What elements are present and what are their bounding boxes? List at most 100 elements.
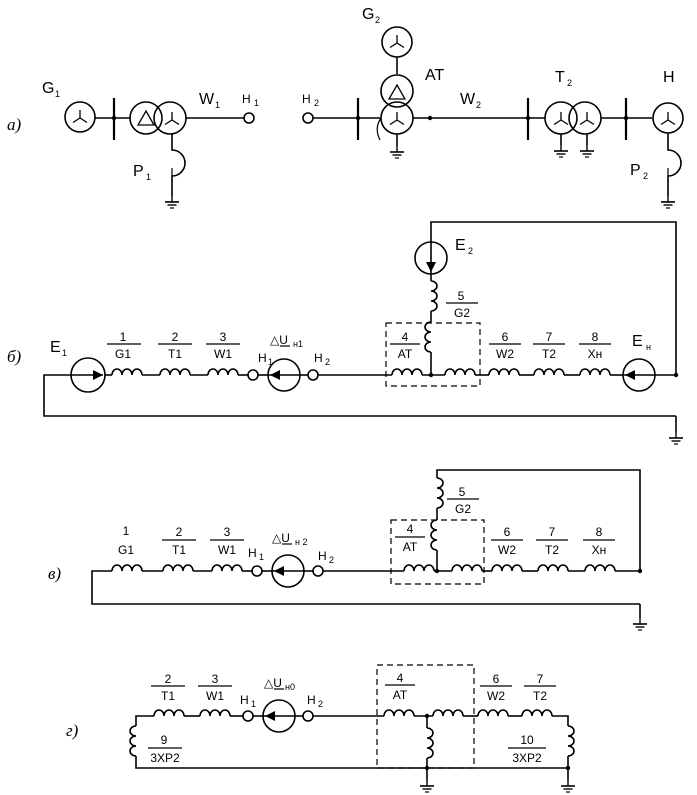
elem-b-6-num: 6 (502, 330, 509, 344)
svg-text:1: 1 (146, 172, 151, 182)
svg-text:2: 2 (314, 98, 319, 108)
svg-text:H: H (314, 351, 323, 365)
source-du-h0: △U н0 (253, 676, 303, 733)
label-h2: H (302, 92, 311, 106)
label-g1: G (42, 80, 54, 97)
elem-g-9-name: 3XP2 (150, 751, 180, 765)
label-du-h1: △U (270, 333, 288, 347)
elem-g-2-name: T1 (161, 689, 175, 703)
generator-g1: G 1 (42, 80, 96, 133)
load-h: H (652, 69, 684, 134)
label-g2: G (362, 6, 374, 23)
svg-text:2: 2 (318, 699, 323, 709)
elem-g-10-name: 3XP2 (512, 751, 542, 765)
svg-text:2: 2 (375, 15, 380, 25)
svg-text:H: H (248, 546, 257, 560)
label-w1: W (199, 91, 215, 108)
elem-b-7-name: T2 (542, 347, 556, 361)
elem-b-4-name: AT (398, 347, 413, 361)
elem-v-8-name: Xн (592, 543, 607, 557)
elem-v-3-num: 3 (224, 525, 231, 539)
scheme-a: а) G 1 W 1 H 1 P 1 (7, 6, 684, 209)
label-p1: P (133, 163, 144, 180)
label-p2: P (630, 162, 641, 179)
svg-text:2: 2 (567, 78, 572, 88)
elem-v-1-num: 1 (123, 524, 130, 538)
svg-text:H: H (258, 351, 267, 365)
svg-text:н1: н1 (293, 339, 303, 349)
elem-g-4-num: 4 (397, 671, 404, 685)
svg-text:2: 2 (643, 171, 648, 181)
label-h: H (663, 69, 675, 86)
scheme-g: г) H 1 △U н0 H 2 (66, 664, 576, 793)
scheme-v: в) H 1 △U н 2 H 2 (48, 469, 648, 631)
elem-v-5-num: 5 (459, 485, 466, 499)
row-label-g: г) (66, 721, 79, 740)
elem-v-8-num: 8 (596, 525, 603, 539)
elem-b-3-name: W1 (214, 347, 232, 361)
elem-v-4-num: 4 (407, 522, 414, 536)
label-at: AT (425, 67, 444, 84)
elem-v-2-num: 2 (176, 525, 183, 539)
elem-g-10-num: 10 (520, 733, 534, 747)
row-label-v: в) (48, 564, 61, 583)
svg-text:1: 1 (62, 348, 67, 358)
source-eh: E н (622, 333, 679, 392)
elem-g-7-name: T2 (533, 689, 547, 703)
svg-text:1: 1 (215, 100, 220, 110)
svg-text:2: 2 (476, 100, 481, 110)
svg-text:H: H (240, 693, 249, 707)
elem-v-1-name: G1 (118, 543, 134, 557)
transformer-t1 (129, 101, 187, 135)
elem-b-2-num: 2 (172, 330, 179, 344)
elem-g-3-name: W1 (206, 689, 224, 703)
elem-v-4-name: AT (403, 540, 418, 554)
elem-g-6-name: W2 (487, 689, 505, 703)
svg-text:н0: н0 (285, 682, 295, 692)
elem-b-5-num: 5 (458, 289, 465, 303)
svg-text:н 2: н 2 (295, 537, 307, 547)
source-e1: E 1 (50, 339, 106, 393)
elem-b-2-name: T1 (168, 347, 182, 361)
generator-g2: G 2 (362, 6, 413, 58)
elem-g-3-num: 3 (212, 672, 219, 686)
source-du-h2: △U н 2 (262, 531, 313, 588)
elem-b-4-num: 4 (402, 330, 409, 344)
elem-b-8-name: Xн (588, 347, 603, 361)
svg-text:1: 1 (254, 98, 259, 108)
elem-b-6-name: W2 (496, 347, 514, 361)
label-w2: W (460, 91, 476, 108)
label-e1: E (50, 339, 61, 356)
elem-g-9-num: 9 (161, 733, 168, 747)
elem-v-7-num: 7 (549, 525, 556, 539)
elem-b-8-num: 8 (592, 330, 599, 344)
svg-text:1: 1 (55, 89, 60, 99)
svg-text:2: 2 (329, 555, 334, 565)
label-e2: E (455, 237, 466, 254)
svg-text:1: 1 (259, 552, 264, 562)
elem-v-6-num: 6 (504, 525, 511, 539)
elem-b-5-name: G2 (454, 306, 470, 320)
svg-text:1: 1 (251, 699, 256, 709)
reactor-p1: P 1 (133, 134, 186, 209)
elem-g-6-num: 6 (493, 672, 500, 686)
autotransformer-at: AT (376, 67, 444, 159)
row-label-b: б) (7, 347, 22, 366)
elem-v-7-name: T2 (545, 543, 559, 557)
elem-v-6-name: W2 (498, 543, 516, 557)
svg-text:2: 2 (325, 357, 330, 367)
elem-v-3-name: W1 (218, 543, 236, 557)
svg-text:1: 1 (268, 357, 273, 367)
scheme-v-element-labels: 1 G1 2 T1 3 W1 4 AT 5 G2 6 W2 7 T2 8 Xн (118, 485, 615, 557)
scheme-b-element-labels: 1 G1 2 T1 3 W1 4 AT 5 G2 6 W2 7 T2 8 Xн (107, 289, 611, 361)
elem-g-4-name: AT (393, 688, 408, 702)
label-h1: H (242, 92, 251, 106)
source-du-h1: △U н1 (258, 333, 308, 392)
elem-g-2-num: 2 (165, 672, 172, 686)
label-eh: E (632, 333, 643, 350)
row-label-a: а) (7, 115, 22, 134)
elem-b-7-num: 7 (546, 330, 553, 344)
reactor-p2: P 2 (630, 133, 682, 209)
svg-text:H: H (307, 693, 316, 707)
